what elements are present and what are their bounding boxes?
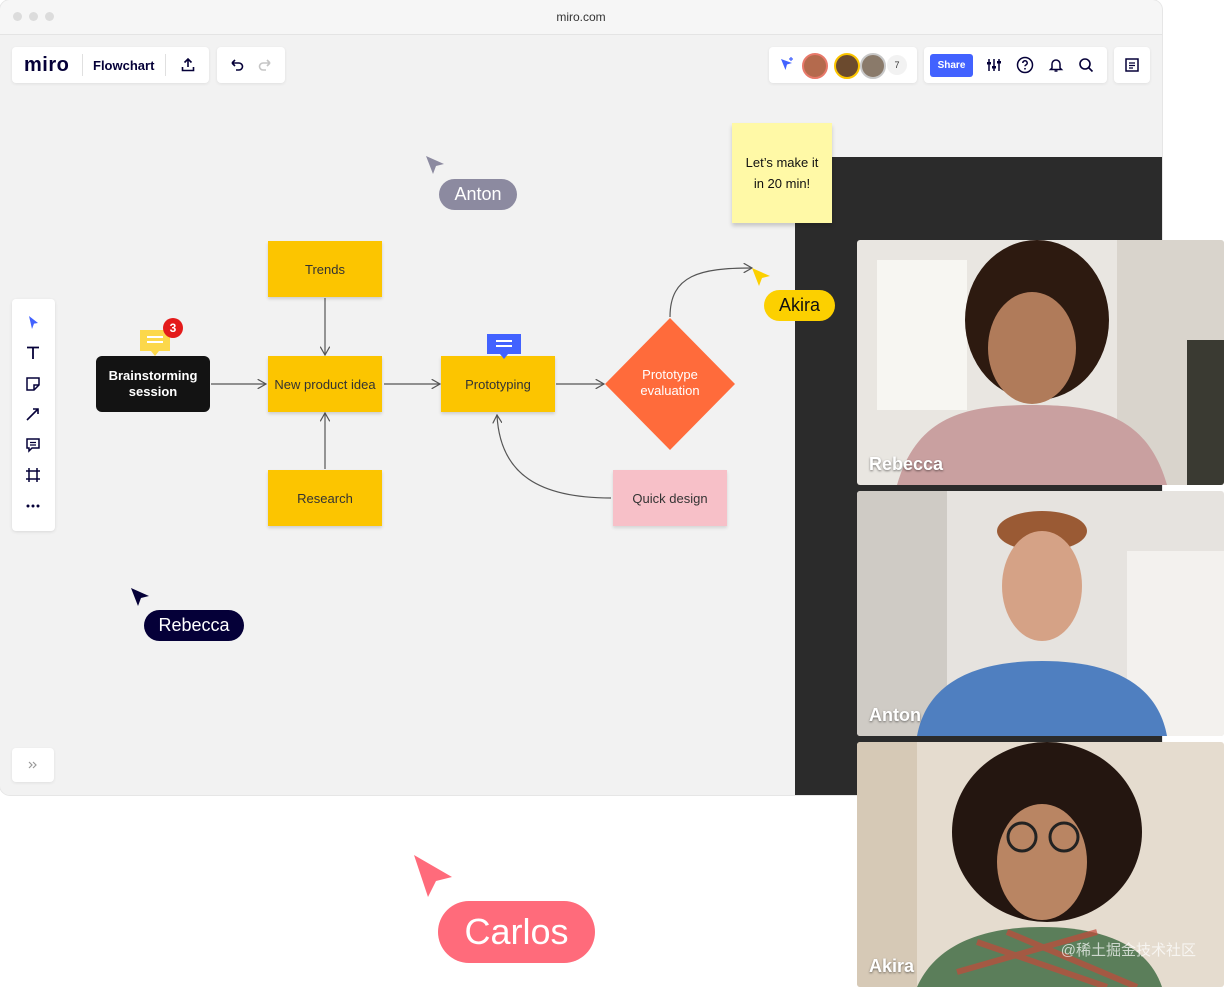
watermark: @稀土掘金技术社区 — [1060, 942, 1196, 959]
video-tile-akira[interactable]: Akira @稀土掘金技术社区 — [857, 742, 1224, 987]
history-panel — [217, 47, 285, 83]
connector — [497, 415, 612, 499]
window-maximize-button[interactable] — [45, 12, 54, 21]
prototype-evaluation-node[interactable]: Prototype evaluation — [604, 317, 736, 451]
comment-icon[interactable] — [21, 433, 45, 457]
video-name-anton: Anton — [869, 705, 921, 725]
window-close-button[interactable] — [13, 12, 22, 21]
export-icon[interactable] — [176, 53, 200, 77]
settings-sliders-icon[interactable] — [982, 53, 1006, 77]
video-name-rebecca: Rebecca — [869, 454, 944, 474]
top-right-toolbar: Share — [924, 47, 1107, 83]
collaborator-avatar[interactable] — [860, 53, 886, 79]
more-tools-icon[interactable] — [21, 494, 45, 518]
help-icon[interactable] — [1013, 53, 1037, 77]
rebecca-cursor-icon — [131, 588, 149, 606]
text-tool-icon[interactable] — [21, 341, 45, 365]
prototyping-node[interactable]: Prototyping — [441, 356, 555, 412]
collaborator-avatar[interactable] — [802, 53, 828, 79]
board-title[interactable]: Flowchart — [93, 58, 155, 73]
akira-cursor-label: Akira — [764, 290, 835, 321]
board-notes-icon[interactable] — [1120, 53, 1144, 77]
select-cursor-icon[interactable] — [21, 311, 45, 335]
share-button[interactable]: Share — [930, 54, 973, 77]
research-node[interactable]: Research — [268, 470, 382, 526]
prototype-evaluation-label: Prototype evaluation — [640, 367, 700, 398]
expand-panel-button[interactable] — [12, 748, 54, 782]
divider — [82, 54, 83, 76]
connection-line-icon[interactable] — [21, 402, 45, 426]
sticky-note-text: Let’s make it in 20 min! — [745, 155, 819, 191]
akira-cursor-icon — [752, 268, 770, 286]
undo-icon[interactable] — [225, 53, 249, 77]
miro-logo[interactable]: miro — [24, 54, 70, 76]
comment-badge-icon[interactable] — [139, 329, 173, 357]
double-chevron-right-icon — [21, 753, 45, 777]
flowchart-connectors — [211, 35, 1162, 499]
quick-design-node[interactable]: Quick design — [613, 470, 727, 526]
board-header-panel: miro Flowchart — [12, 47, 209, 83]
left-toolbar — [12, 299, 55, 531]
notifications-bell-icon[interactable] — [1044, 53, 1068, 77]
collaborator-avatar[interactable] — [834, 53, 860, 79]
brainstorming-session-node[interactable]: Brainstorming session — [96, 356, 210, 412]
trends-node[interactable]: Trends — [268, 241, 382, 297]
follow-cursor-icon[interactable] — [775, 53, 799, 77]
address-bar-url[interactable]: miro.com — [556, 10, 606, 24]
rebecca-video-feed — [857, 240, 1224, 485]
notes-panel — [1114, 47, 1150, 83]
video-name-akira: Akira — [869, 956, 915, 976]
connector — [669, 268, 752, 318]
sticky-note-icon[interactable] — [21, 372, 45, 396]
carlos-cursor-label: Carlos — [438, 901, 595, 963]
anton-cursor-icon — [426, 156, 444, 174]
anton-video-feed — [857, 491, 1224, 736]
rebecca-cursor-label: Rebecca — [144, 610, 244, 641]
browser-titlebar: miro.com — [0, 0, 1162, 35]
collaborator-count[interactable]: 7 — [887, 55, 907, 75]
divider — [165, 54, 166, 76]
comment-count-badge: 3 — [163, 318, 183, 338]
anton-cursor-label: Anton — [439, 179, 517, 210]
window-minimize-button[interactable] — [29, 12, 38, 21]
collaborators-panel: 7 — [769, 47, 917, 83]
carlos-cursor-icon — [414, 855, 452, 897]
comment-icon[interactable] — [486, 333, 522, 361]
search-icon[interactable] — [1074, 53, 1098, 77]
video-tile-rebecca[interactable]: Rebecca — [857, 240, 1224, 485]
video-tile-anton[interactable]: Anton — [857, 491, 1224, 736]
frame-icon[interactable] — [21, 463, 45, 487]
redo-icon[interactable] — [253, 53, 277, 77]
new-product-idea-node[interactable]: New product idea — [268, 356, 382, 412]
sticky-note[interactable]: Let’s make it in 20 min! — [732, 123, 832, 223]
akira-video-feed — [857, 742, 1224, 987]
